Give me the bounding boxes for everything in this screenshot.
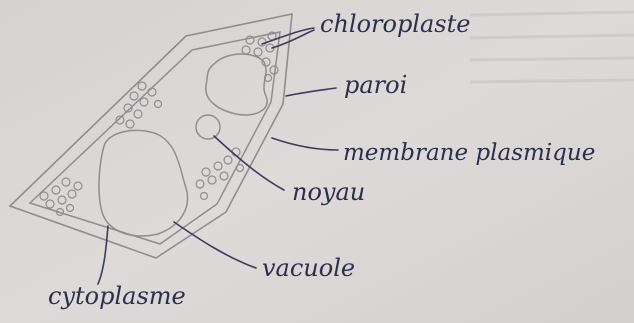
label-noyau: noyau bbox=[292, 178, 365, 206]
label-vacuole: vacuole bbox=[262, 254, 355, 282]
label-paroi: paroi bbox=[344, 71, 407, 99]
label-chloroplaste: chloroplaste bbox=[320, 10, 470, 38]
label-cytoplasme: cytoplasme bbox=[48, 282, 186, 310]
label-membrane-plasmique: membrane plasmique bbox=[343, 140, 595, 166]
